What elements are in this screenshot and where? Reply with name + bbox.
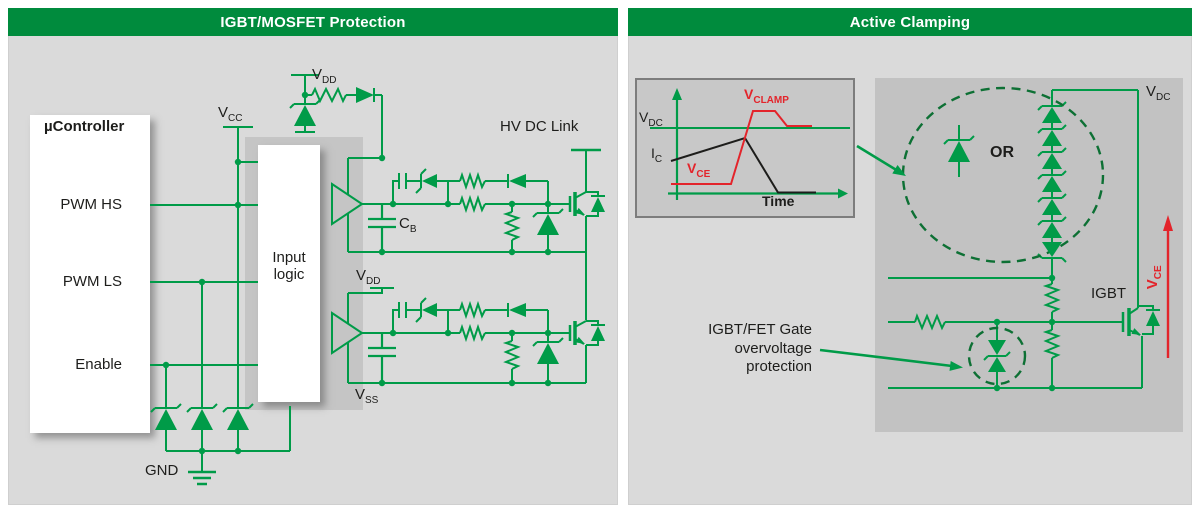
clamp-options-dashed-circle [901, 86, 1105, 264]
igbt-label: IGBT [1091, 285, 1127, 302]
left-panel-title: IGBT/MOSFET Protection [220, 13, 406, 31]
graph-vdc-label: VDC [639, 109, 663, 129]
waveform-graph [650, 88, 850, 200]
input-tvs-diodes [150, 403, 254, 451]
left-panel-header: IGBT/MOSFET Protection [8, 8, 618, 36]
gnd-symbol [188, 470, 216, 486]
left-filled-symbols [155, 87, 605, 455]
clamp-circuit-block [875, 78, 1183, 432]
ic-curve [670, 136, 816, 194]
right-panel-header: Active Clamping [628, 8, 1192, 36]
vcc-label: VCC [218, 104, 243, 124]
vce-arrow-line [1163, 215, 1173, 358]
vdd-top-rail [291, 74, 319, 95]
hs-driver-buffer [331, 182, 364, 226]
graph-vclamp-label: VCLAMP [744, 86, 789, 106]
bootstrap-cap [368, 204, 396, 252]
waveform-graph-box [635, 78, 855, 218]
vcc-rail [223, 126, 253, 408]
vdd-ls-label: VDD [356, 267, 381, 287]
note-arrowhead [949, 360, 963, 371]
cb-label: CB [399, 215, 417, 235]
gnd-rail [166, 406, 291, 452]
graph-to-circle-arrowhead [892, 164, 906, 176]
vdc-rail-label: VDC [1146, 83, 1171, 103]
graph-ic-label: IC [651, 145, 663, 165]
pin-enable: Enable [75, 356, 122, 373]
vce-arrow-label: VCE [1143, 265, 1164, 290]
vdd-top-label: VDD [312, 66, 337, 86]
input-logic-box [258, 145, 320, 402]
pin-pwm-hs: PWM HS [60, 196, 122, 213]
gnd-label: GND [145, 462, 179, 479]
graph-vce-label: VCE [687, 160, 711, 180]
hv-dc-link-label: HV DC Link [500, 118, 579, 135]
mcu-title: µController [44, 118, 125, 135]
clamp-circuit [819, 86, 1173, 392]
ls-driver-buffer [331, 311, 364, 355]
pin-pwm-ls: PWM LS [62, 273, 122, 290]
left-circuit [150, 74, 605, 486]
or-label: OR [990, 144, 1014, 161]
graph-time-label: Time [762, 193, 795, 209]
gate-tvs-dashed-circle [967, 326, 1027, 386]
gate-protection-note: IGBT/FET Gate overvoltage protection [708, 321, 812, 375]
vce-curve [671, 110, 812, 185]
vss-label: VSS [355, 386, 379, 406]
input-logic-label: Input logic [272, 249, 306, 283]
mcu-box [30, 115, 150, 433]
right-panel-title: Active Clamping [849, 13, 971, 31]
